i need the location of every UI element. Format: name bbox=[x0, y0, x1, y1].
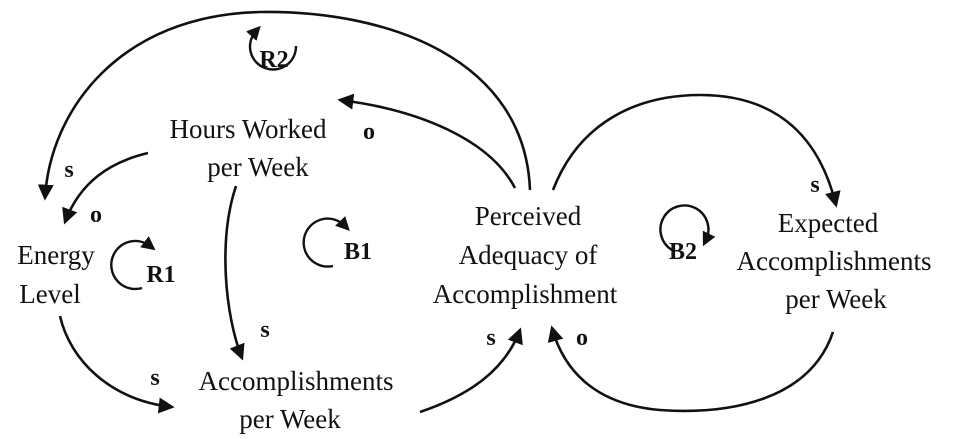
loop-b1-marker: B1 bbox=[302, 216, 372, 268]
hours-worked-line-2: per Week bbox=[207, 152, 309, 182]
hours-worked-line-1: Hours Worked bbox=[169, 114, 327, 144]
polarity-adequacy-to-expected: s bbox=[810, 172, 819, 198]
link-expected-to-adequacy bbox=[547, 325, 835, 413]
link-hours-to-energy bbox=[62, 151, 149, 225]
polarity-energy-to-accomplishments: s bbox=[150, 365, 159, 391]
loop-b1-label: B1 bbox=[344, 239, 372, 265]
perceived-adequacy-line-1: Perceived bbox=[475, 201, 582, 231]
link-accomplishments-to-adequacy bbox=[419, 327, 523, 414]
variable-hours-worked-per-week: Hours Worked per Week bbox=[169, 114, 327, 182]
variable-accomplishments-per-week: Accomplishments per Week bbox=[199, 366, 394, 434]
loop-r2-marker: R2 bbox=[246, 25, 298, 73]
link-energy-to-accomplishments bbox=[58, 315, 175, 414]
expected-line-3: per Week bbox=[785, 284, 887, 314]
link-hours-to-accomplishments bbox=[224, 185, 245, 361]
loop-r2-label: R2 bbox=[259, 47, 288, 73]
energy-level-line-1: Energy bbox=[17, 240, 95, 270]
polarity-hours-to-accomplishments: s bbox=[260, 317, 269, 343]
variable-energy-level: Energy Level bbox=[17, 240, 95, 309]
expected-line-2: Accomplishments bbox=[737, 246, 932, 276]
expected-line-1: Expected bbox=[778, 208, 879, 238]
polarity-hours-to-energy: o bbox=[90, 202, 102, 228]
link-adequacy-to-energy-r2 bbox=[37, 10, 532, 201]
link-adequacy-to-hours bbox=[337, 93, 517, 189]
polarity-r2-to-energy: s bbox=[64, 157, 73, 183]
loop-b2-marker: B2 bbox=[659, 204, 716, 265]
variable-expected-accomplishments-per-week: Expected Accomplishments per Week bbox=[737, 208, 932, 314]
polarity-expected-to-adequacy: o bbox=[576, 325, 588, 351]
polarity-adequacy-to-hours: o bbox=[363, 119, 375, 145]
variable-perceived-adequacy-of-accomplishment: Perceived Adequacy of Accomplishment bbox=[433, 201, 618, 309]
link-adequacy-to-expected bbox=[551, 93, 841, 208]
accomplishments-line-2: per Week bbox=[239, 404, 341, 434]
perceived-adequacy-line-3: Accomplishment bbox=[433, 279, 618, 309]
loop-r1-label: R1 bbox=[146, 262, 175, 288]
loop-b2-label: B2 bbox=[669, 239, 697, 265]
accomplishments-line-1: Accomplishments bbox=[199, 366, 394, 396]
energy-level-line-2: Level bbox=[19, 279, 80, 309]
polarity-accomplishments-to-adequacy: s bbox=[486, 325, 495, 351]
perceived-adequacy-line-2: Adequacy of bbox=[459, 240, 598, 270]
loop-r1-marker: R1 bbox=[110, 236, 176, 291]
